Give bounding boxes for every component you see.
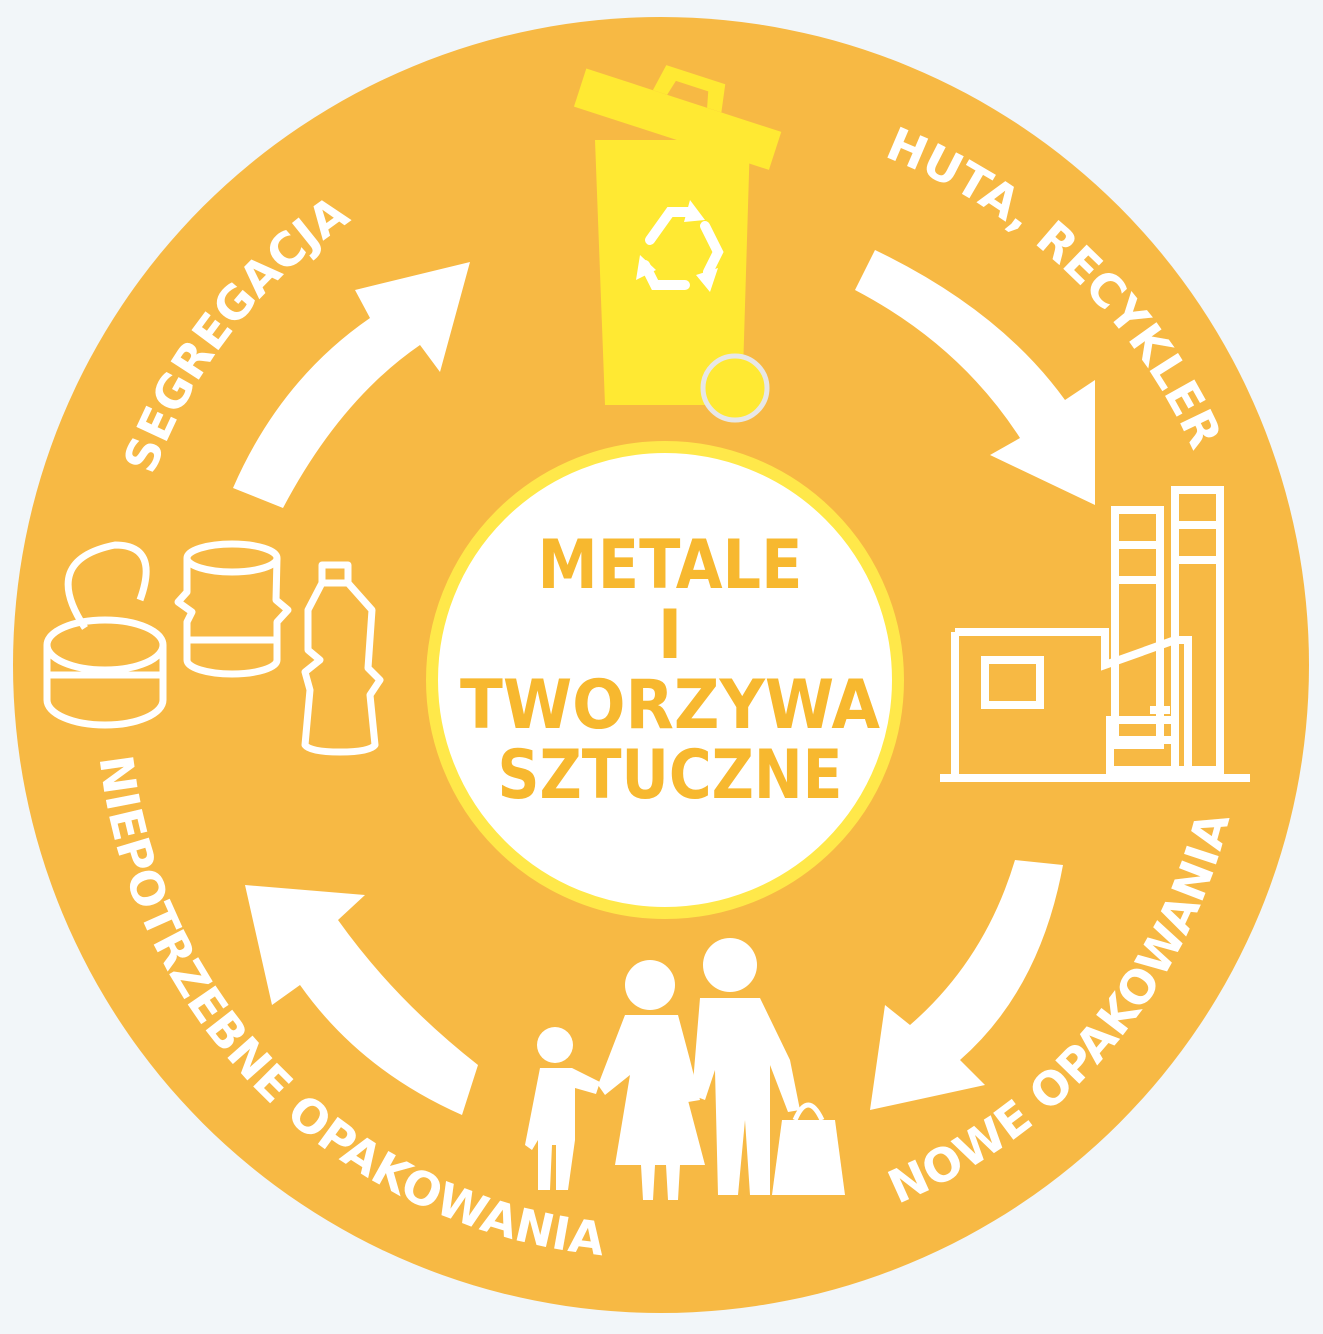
arrow-segregacja-to-bin xyxy=(233,262,470,508)
recycle-symbol-icon xyxy=(636,200,724,292)
crushed-bottle-icon xyxy=(301,561,384,756)
factory-icon xyxy=(940,486,1250,782)
arrow-family-to-waste xyxy=(245,885,478,1115)
recycling-bin-icon xyxy=(573,65,782,423)
center-title-line4: SZTUCZNE xyxy=(498,736,843,815)
center-circle xyxy=(426,441,904,919)
packaging-waste-icon xyxy=(43,540,384,756)
arrow-factory-to-family xyxy=(870,860,1063,1110)
arrow-bin-to-factory xyxy=(855,250,1095,505)
family-shopping-icon xyxy=(525,938,845,1200)
tin-can-icon xyxy=(43,541,167,729)
center-title-line1: METALE xyxy=(538,526,803,605)
crushed-can-icon xyxy=(174,540,292,678)
center-title-line2: I xyxy=(657,596,682,675)
center-title-line3: TWORZYWA xyxy=(460,666,880,745)
